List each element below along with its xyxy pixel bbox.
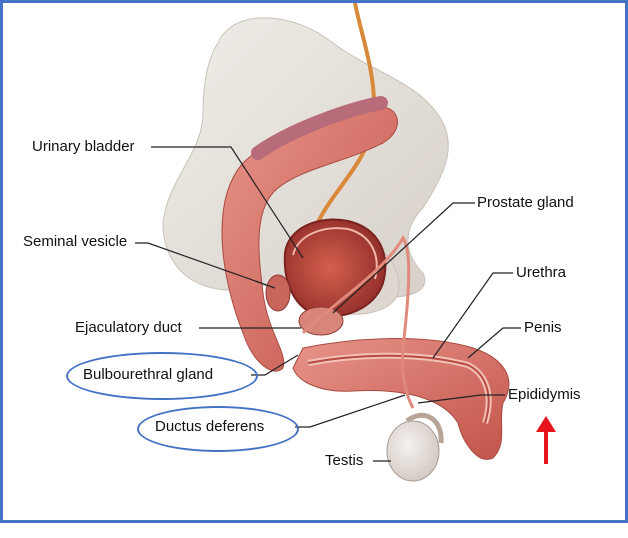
label-prostate-gland: Prostate gland	[477, 194, 574, 211]
label-ductus-deferens: Ductus deferens	[155, 418, 265, 435]
ductus-deferens	[301, 235, 415, 409]
testis	[386, 420, 440, 482]
label-seminal-vesicle: Seminal vesicle	[23, 233, 128, 250]
highlight-ellipse-bulbourethral	[66, 352, 258, 400]
label-urinary-bladder: Urinary bladder	[32, 138, 135, 155]
red-up-arrow-icon	[536, 416, 556, 464]
label-bulbourethral-gland: Bulbourethral gland	[83, 366, 214, 383]
label-urethra: Urethra	[516, 264, 567, 281]
penis	[292, 338, 510, 460]
colon-top	[251, 96, 388, 160]
bladder	[283, 218, 387, 318]
label-penis: Penis	[524, 319, 562, 336]
bladder-wall	[292, 227, 378, 280]
urethra-core	[307, 354, 490, 424]
highlight-ellipse-ductus	[137, 406, 299, 452]
label-ejaculatory-duct: Ejaculatory duct	[75, 319, 182, 336]
epididymis	[405, 412, 444, 444]
label-epididymis: Epididymis	[508, 386, 581, 403]
label-testis: Testis	[325, 452, 364, 469]
seminal-vesicle	[265, 274, 291, 312]
figure-frame: Urinary bladder Seminal vesicle Ejaculat…	[0, 0, 628, 523]
anatomy-illustration	[135, 3, 521, 482]
